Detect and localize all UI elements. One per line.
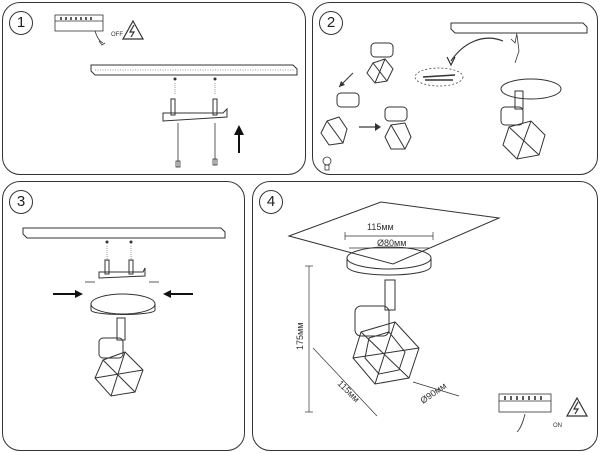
step-number: 3: [9, 190, 33, 214]
wire-connector: [414, 67, 464, 87]
ceiling-rail: [450, 22, 588, 34]
arrow-icon: [338, 72, 354, 88]
step-number: 1: [9, 11, 33, 35]
circuit-breaker-icon: [498, 393, 552, 433]
spot-lamp: [320, 92, 360, 146]
high-voltage-icon: [565, 396, 589, 417]
step-3-panel: 3: [2, 181, 245, 451]
circuit-breaker-icon: [54, 14, 106, 46]
spot-lamp: [366, 42, 394, 84]
step-number: 4: [259, 190, 283, 214]
arrow-icon: [163, 290, 193, 298]
step-2-illustration: [320, 22, 588, 171]
spot-lamp: [500, 78, 562, 160]
switch-label: ON: [553, 423, 562, 429]
bulb-icon: [322, 156, 332, 171]
step-2-panel: 2: [312, 2, 598, 175]
step-1-illustration: OFF: [54, 14, 298, 168]
step-number: 2: [319, 11, 343, 35]
height-label: 175мм: [295, 323, 305, 350]
spot-lamp: [346, 246, 432, 385]
step-4-panel: 4 115мм Ø80мм 175мм 115мм: [252, 181, 598, 451]
high-voltage-icon: [121, 19, 145, 40]
switch-label: OFF: [111, 32, 123, 38]
ceiling-rail: [22, 227, 226, 239]
arrow-icon: [234, 125, 244, 153]
arrow-icon: [53, 290, 83, 298]
mounting-bracket: [162, 98, 228, 122]
arrow-icon: [359, 123, 381, 131]
mounting-bracket: [98, 259, 146, 279]
canopy-width-label: 115мм: [367, 222, 394, 232]
ceiling-rail: [90, 64, 298, 76]
step-4-dimension-drawing: 115мм Ø80мм 175мм 115мм Ø90мм: [287, 201, 589, 433]
step-1-panel: 1: [2, 2, 306, 175]
spot-lamp: [384, 106, 412, 150]
screw-icon: [175, 123, 218, 168]
step-3-illustration: [22, 227, 226, 397]
shade-diameter-label: Ø90мм: [418, 381, 448, 406]
base-diameter-label: Ø80мм: [377, 238, 406, 248]
spot-lamp: [90, 293, 156, 397]
depth-label: 115мм: [336, 378, 362, 404]
